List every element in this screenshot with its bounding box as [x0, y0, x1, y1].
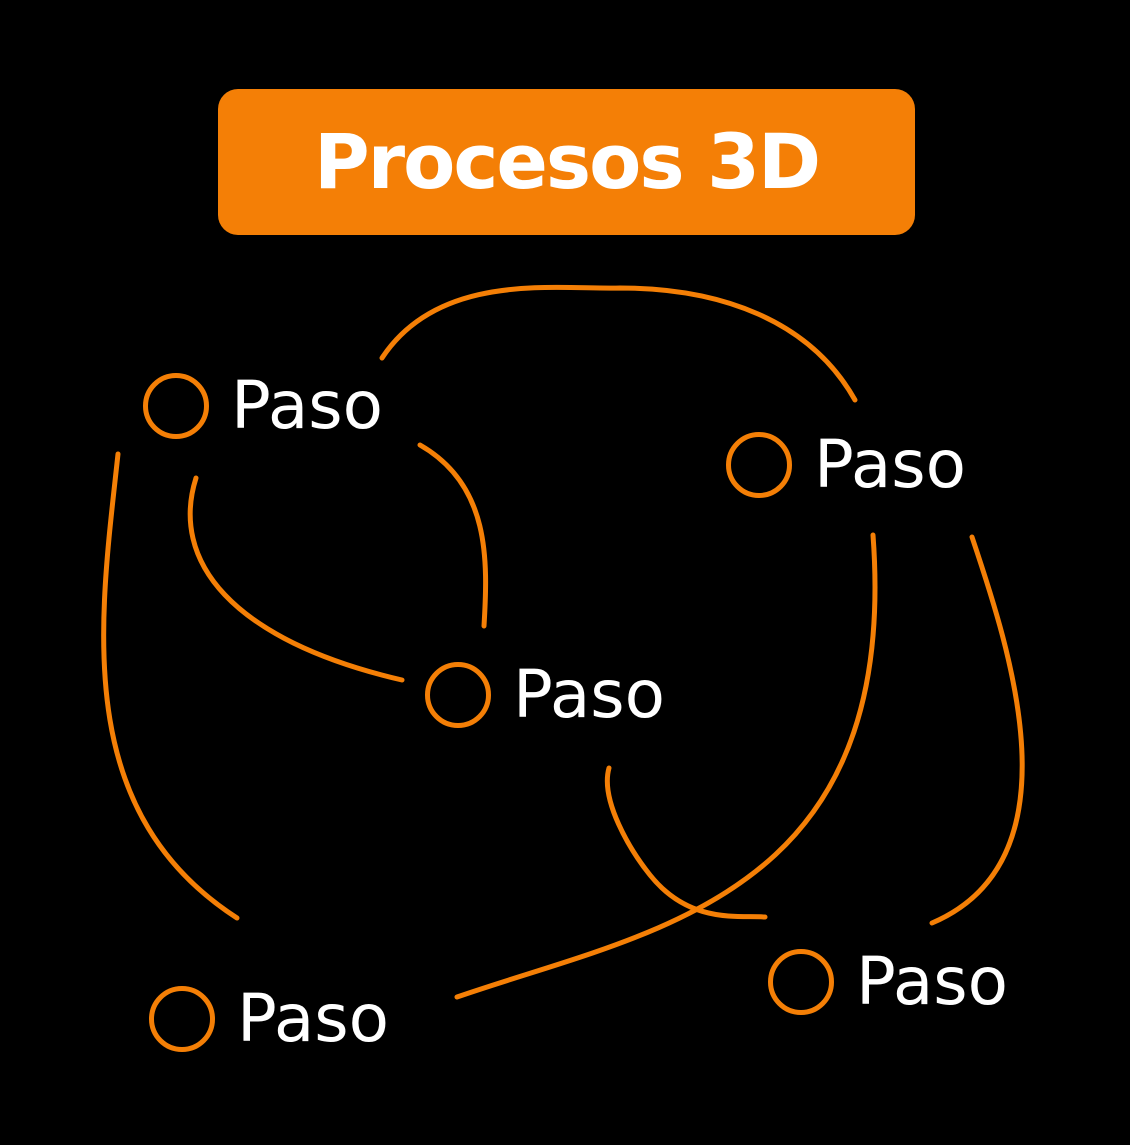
- connector-node1-to-node3-right: [417, 442, 489, 629]
- step-label: Paso: [814, 426, 967, 503]
- connector-left-long: [101, 451, 240, 921]
- step-node-4: Paso: [149, 986, 389, 1052]
- step-node-5: Paso: [768, 949, 1008, 1015]
- step-label: Paso: [231, 367, 384, 444]
- step-node-2: Paso: [726, 432, 966, 498]
- step-circle-icon: [143, 373, 209, 439]
- connector-top-arc: [379, 284, 858, 403]
- connector-node3-to-node5: [605, 765, 768, 920]
- step-circle-icon: [768, 949, 834, 1015]
- step-node-3: Paso: [425, 662, 665, 728]
- step-circle-icon: [149, 986, 215, 1052]
- step-circle-icon: [726, 432, 792, 498]
- title-banner: Procesos 3D: [218, 89, 915, 235]
- step-label: Paso: [856, 943, 1009, 1020]
- step-circle-icon: [425, 662, 491, 728]
- connector-node1-to-node3-left: [187, 475, 405, 683]
- connector-node2-to-node5: [929, 534, 1025, 926]
- diagram-title: Procesos 3D: [313, 117, 821, 206]
- step-node-1: Paso: [143, 373, 383, 439]
- step-label: Paso: [513, 656, 666, 733]
- connector-node2-to-node4: [454, 532, 878, 1000]
- step-label: Paso: [237, 980, 390, 1057]
